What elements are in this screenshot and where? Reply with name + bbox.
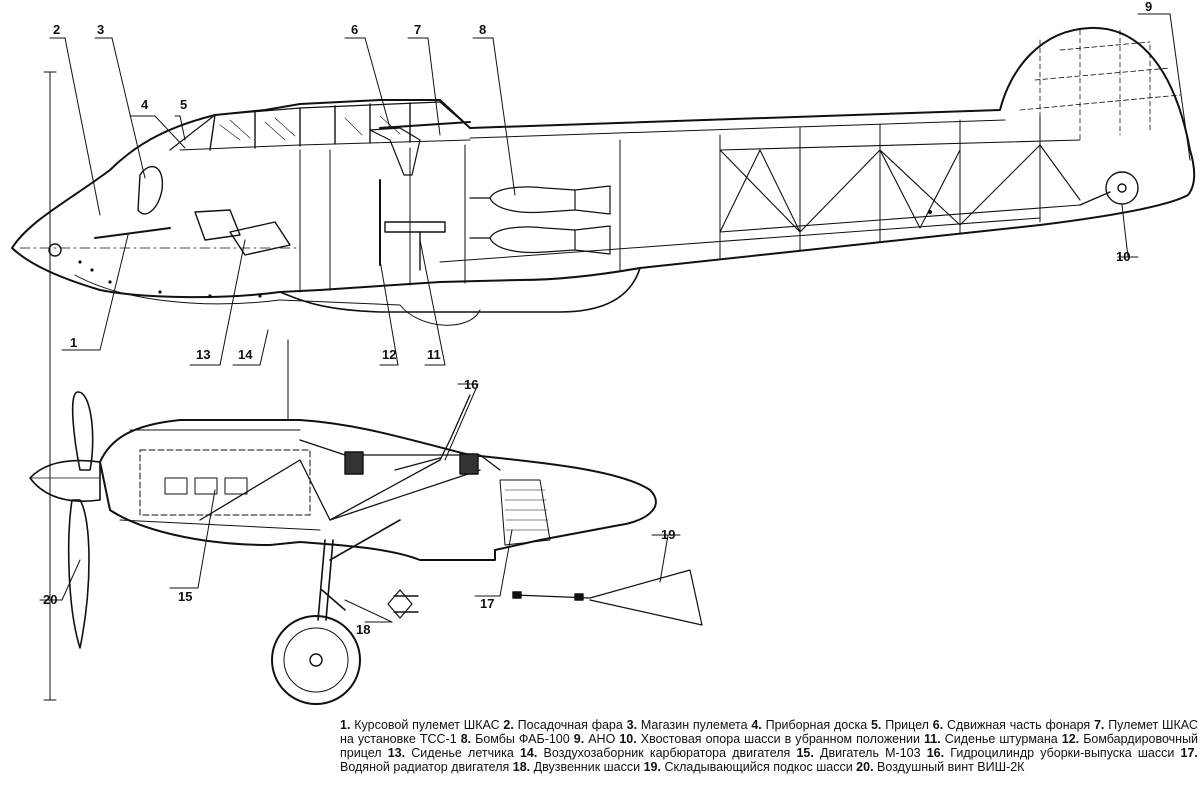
legend-item: 3. Магазин пулемета: [626, 718, 748, 732]
callout-3: 3: [97, 22, 105, 37]
callout-19: 19: [661, 527, 676, 542]
leader-lines: [39, 13, 1191, 623]
legend-item: 4. Приборная доска: [751, 718, 868, 732]
legend-item: 16. Гидроцилиндр уборки-выпуска шасси: [926, 746, 1175, 760]
callout-10: 10: [1116, 249, 1131, 264]
legend-item: 14. Воздухозаборник карбюратора двигател…: [519, 746, 791, 760]
callout-1: 1: [70, 335, 78, 350]
legend-item: 18. Двузвенник шасси: [512, 760, 641, 774]
callout-8: 8: [479, 22, 487, 37]
callout-14: 14: [238, 347, 253, 362]
legend-item: 20. Воздушный винт ВИШ-2К: [856, 760, 1025, 774]
engine-nacelle-view: [29, 391, 703, 705]
callout-13: 13: [196, 347, 211, 362]
callout-6: 6: [351, 22, 359, 37]
legend-item: 9. АНО: [573, 732, 616, 746]
legend-item: 1. Курсовой пулемет ШКАС: [340, 718, 500, 732]
callout-4: 4: [141, 97, 149, 112]
callout-5: 5: [180, 97, 188, 112]
callout-15: 15: [178, 589, 193, 604]
legend-item: 2. Посадочная фара: [503, 718, 623, 732]
legend-item: 7. Пулемет ШКАС на установке ТСС-1: [340, 718, 1198, 746]
callout-16: 16: [464, 377, 479, 392]
legend-item: 11. Сиденье штурмана: [924, 732, 1058, 746]
fuselage-side-view: [11, 26, 1196, 701]
legend-item: 6. Сдвижная часть фонаря: [932, 718, 1091, 732]
callout-9: 9: [1145, 0, 1153, 14]
legend-item: 5. Прицел: [870, 718, 929, 732]
legend-item: 19. Складывающийся подкос шасси: [643, 760, 853, 774]
callout-18: 18: [356, 622, 371, 637]
legend-item: 13. Сиденье летчика: [387, 746, 514, 760]
callout-12: 12: [382, 347, 397, 362]
callout-11: 11: [427, 347, 441, 362]
legend-item: 17. Водяной радиатор двигателя: [340, 746, 1198, 774]
callout-17: 17: [480, 596, 495, 611]
legend-item: 12. Бомбардировочный прицел: [340, 732, 1199, 760]
callout-20: 20: [43, 592, 58, 607]
legend-item: 10. Хвостовая опора шасси в убранном пол…: [619, 732, 920, 746]
legend-item: 8. Бомбы ФАБ-100: [460, 732, 570, 746]
legend-caption: 1. Курсовой пулемет ШКАС 2. Посадочная ф…: [340, 718, 1198, 774]
callout-2: 2: [53, 22, 61, 37]
legend-item: 15. Двигатель М-103: [796, 746, 921, 760]
callout-7: 7: [414, 22, 422, 37]
